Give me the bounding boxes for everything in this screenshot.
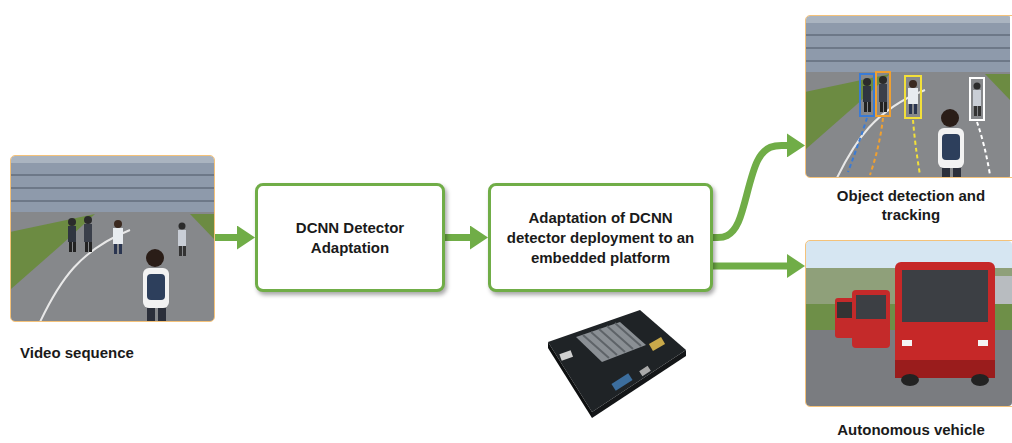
detection-image-part: [876, 72, 890, 116]
detection-image-part: [905, 76, 921, 118]
vehicle-image-part: [902, 270, 988, 322]
vehicle-image-part: [978, 340, 988, 346]
flow-arrow: [713, 145, 787, 237]
vehicle-image-part: [806, 330, 1012, 406]
detection-image-part: [977, 122, 990, 175]
image-panel: Autonomous vehicle: [805, 240, 1012, 439]
image-frame: [805, 240, 1012, 407]
vehicle-image-part: [902, 340, 912, 346]
image-panel: Object detection and tracking: [805, 15, 1012, 224]
vehicle-image-part: [971, 374, 989, 386]
image-frame: [805, 15, 1012, 178]
vehicle-image-part: [852, 290, 890, 348]
detection-image-part: [806, 16, 1010, 177]
detection-image: [806, 16, 1010, 177]
embedded-board-part: [576, 322, 646, 362]
process-box: DCNN Detector Adaptation: [255, 183, 445, 292]
box-label: Adaptation of DCNN detector deployment t…: [503, 208, 698, 268]
vehicle-image-part: [901, 374, 919, 386]
detection-image-part: [870, 118, 883, 175]
box-label: DCNN Detector Adaptation: [270, 218, 430, 258]
vehicle-image-part: [806, 241, 1012, 406]
vehicle-image: [806, 241, 1012, 406]
embedded-board-part: [583, 323, 641, 358]
detection-image-part: [970, 78, 984, 120]
image-caption: Object detection and tracking: [831, 186, 991, 224]
detection-image-part: [913, 120, 920, 175]
process-box: Adaptation of DCNN detector deployment t…: [488, 183, 713, 292]
detection-image-part: [860, 74, 874, 116]
image-caption: Autonomous vehicle: [811, 420, 1011, 439]
embedded-board-part: [559, 350, 573, 361]
vehicle-image-part: [856, 295, 886, 319]
flow-arrow: [713, 263, 787, 270]
image-caption: Video sequence: [20, 343, 210, 362]
video-frames: [11, 156, 214, 321]
vehicle-image-part: [895, 262, 995, 377]
embedded-board-part: [611, 373, 632, 391]
embedded-board-part: [649, 337, 665, 351]
embedded-board-part: [548, 342, 592, 418]
image-frame: [10, 155, 215, 322]
detection-image-part: [848, 118, 867, 172]
flow-arrow: [445, 234, 470, 241]
flow-arrow: [215, 234, 237, 241]
video-frames-part: [11, 156, 214, 321]
image-panel: Video sequence: [10, 155, 215, 362]
embedded-board-part: [639, 366, 651, 376]
embedded-board: [548, 310, 686, 418]
